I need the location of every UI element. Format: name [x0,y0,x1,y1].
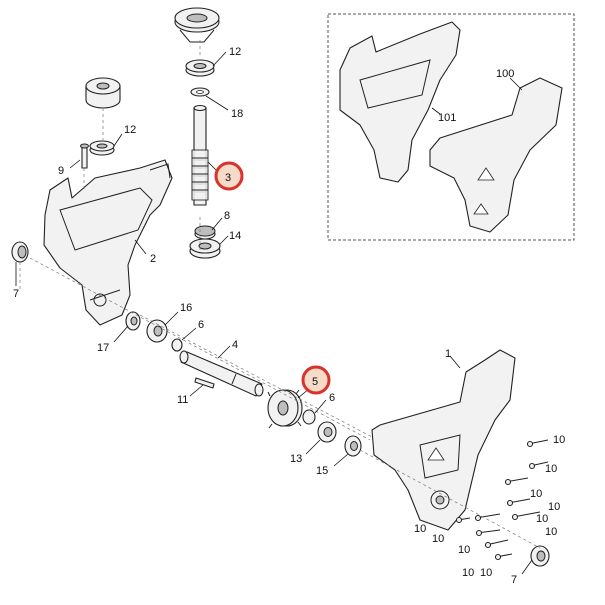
callout-1: 1 [445,348,451,360]
callout-7-right: 7 [511,574,517,586]
callout-10: 10 [458,544,470,556]
cap-7-left [11,241,29,263]
warning-triangle-icon-inset-2 [473,203,489,215]
callout-14: 14 [229,230,241,242]
callout-101: 101 [438,112,456,124]
callout-6-right: 6 [329,392,335,404]
bearing-12-top [185,59,215,77]
washer-18 [190,87,210,97]
warning-triangle-icon [427,447,445,461]
shaft-3 [191,104,209,206]
callout-9: 9 [58,165,64,177]
warning-triangle-icon-inset [477,167,495,181]
callout-4: 4 [232,339,238,351]
screws-10 [455,439,549,561]
housing-half-100 [429,77,563,233]
callout-13: 13 [290,453,302,465]
callout-10: 10 [462,567,474,579]
callout-2: 2 [150,253,156,265]
callout-10: 10 [553,434,565,446]
seal-6-right [302,409,316,425]
callout-17: 17 [97,342,109,354]
callout-10: 10 [432,533,444,545]
gear-5 [267,389,303,429]
bearing-14 [189,238,221,259]
callout-10: 10 [536,513,548,525]
cap-7-right [530,545,550,567]
callout-7-left: 7 [13,288,19,300]
top-gear [174,7,220,43]
bearing-16 [146,319,168,343]
highlight-circle-part-5 [301,365,331,395]
bearing-17 [125,311,141,331]
housing-half-2 [43,159,173,326]
callout-16: 16 [180,302,192,314]
callout-18: 18 [231,108,243,120]
callout-10: 10 [414,523,426,535]
pin-11 [194,377,215,389]
callout-10: 10 [545,526,557,538]
callout-10: 10 [530,488,542,500]
callout-5: 5 [312,376,318,388]
callout-12-left: 12 [124,124,136,136]
bearing-12-left [89,140,115,156]
housing-half-101 [339,21,461,183]
guide-line [139,314,373,438]
housing-half-1 [371,349,516,531]
guide-line [29,257,371,441]
callout-12-top: 12 [229,46,241,58]
callout-10: 10 [545,463,557,475]
callout-6-left: 6 [198,319,204,331]
shaft-4 [179,350,264,397]
callout-10: 10 [548,501,560,513]
small-gear-left [85,77,121,109]
callout-3: 3 [225,172,231,184]
guide-line [359,449,541,549]
callout-10: 10 [480,567,492,579]
highlight-circle-part-3 [214,161,244,191]
seal-6-left [171,338,183,352]
callout-100: 100 [496,68,514,80]
inset-frame [327,13,575,241]
callout-11: 11 [177,394,188,406]
bearing-13 [317,421,337,443]
seal-8 [194,225,216,240]
callout-8: 8 [224,210,230,222]
callout-15: 15 [316,465,328,477]
screw-9 [80,143,89,169]
seal-15 [344,435,362,457]
